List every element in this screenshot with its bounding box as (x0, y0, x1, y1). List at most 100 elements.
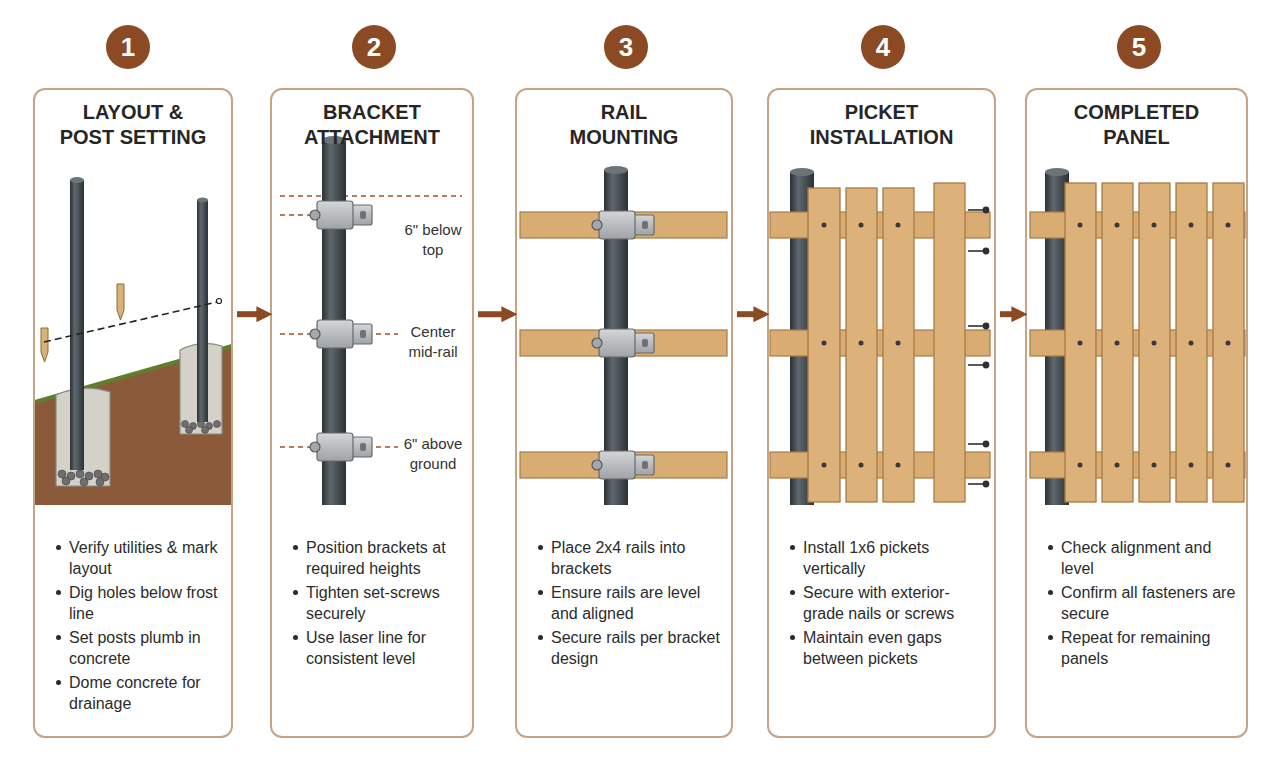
nail-head (859, 223, 864, 228)
step-number-circle: 1 (106, 25, 150, 69)
bullet-list: Check alignment and levelConfirm all fas… (1045, 537, 1240, 672)
picket (1139, 183, 1170, 502)
rail-mounting-illustration (520, 166, 727, 505)
nail-head (896, 341, 901, 346)
picket-installation-illustration (770, 168, 990, 505)
gravel-stone (76, 470, 84, 478)
post-cap (790, 168, 814, 176)
step-bullet: Dig holes below frost line (53, 582, 225, 624)
nail-head (859, 463, 864, 468)
screw (968, 250, 985, 252)
step-bullet: Check alignment and level (1045, 537, 1240, 579)
post (197, 200, 208, 422)
step-bullet: Set posts plumb in concrete (53, 627, 225, 669)
step-bullet: Secure with exterior-grade nails or scre… (787, 582, 988, 624)
post-cap (604, 166, 628, 174)
bullet-list: Install 1x6 pickets verticallySecure wit… (787, 537, 988, 672)
step-heading: BRACKET ATTACHMENT (294, 100, 450, 150)
gravel-stone (214, 421, 221, 428)
picket (934, 183, 965, 502)
gravel-stone (96, 478, 104, 486)
nail-head (1189, 341, 1194, 346)
circle-fill (604, 25, 648, 69)
rail (520, 452, 727, 478)
picket (808, 188, 840, 502)
dimension-callout: 6" above ground (400, 434, 466, 474)
post-setting-illustration (35, 177, 232, 505)
step-number-circle: 2 (352, 25, 396, 69)
gravel-stone (182, 421, 189, 428)
step-bullet: Confirm all fasteners are secure (1045, 582, 1240, 624)
nail-head (1115, 223, 1120, 228)
guide-line (280, 195, 462, 196)
circle-fill (861, 25, 905, 69)
gravel (58, 470, 109, 486)
layout-stake (117, 284, 124, 320)
step-bullet: Ensure rails are level and aligned (535, 582, 725, 624)
screw-head (983, 481, 988, 486)
nail-head (1078, 463, 1083, 468)
step-number: 2 (352, 25, 396, 69)
picket (846, 188, 877, 502)
completed-panel-illustration (1030, 168, 1245, 505)
step-bullet: Install 1x6 pickets vertically (787, 537, 988, 579)
flow-arrow (237, 311, 266, 317)
screw-head (983, 441, 988, 446)
step-bullet: Position brackets at required heights (290, 537, 466, 579)
step-bullet: Dome concrete for drainage (53, 672, 225, 714)
step-panel: PICKET INSTALLATION Install 1x6 pickets v… (767, 88, 996, 738)
picket (1176, 183, 1207, 502)
bullet-list: Verify utilities & mark layoutDig holes … (53, 537, 225, 717)
nail-head (822, 223, 827, 228)
bracket (592, 329, 654, 357)
nail-head (1189, 463, 1194, 468)
picket (1065, 183, 1096, 502)
bullet-list: Place 2x4 rails into bracketsEnsure rail… (535, 537, 725, 672)
string-line (44, 302, 217, 342)
gravel-stone (58, 470, 66, 478)
nail-head (1115, 463, 1120, 468)
circle-fill (1117, 25, 1161, 69)
guide-line (376, 446, 398, 447)
post-cap (1045, 168, 1069, 176)
bracket (310, 201, 372, 229)
gravel-stone (80, 478, 88, 486)
step-number: 5 (1117, 25, 1161, 69)
dimension-callout: 6" below top (400, 220, 466, 260)
nail-head (1078, 223, 1083, 228)
post-cap (70, 177, 84, 183)
dimension-callout: Center mid-rail (400, 322, 466, 362)
circle-fill (352, 25, 396, 69)
screw-head (983, 207, 988, 212)
bracket (310, 320, 372, 348)
nail-head (1152, 463, 1157, 468)
picket (1102, 183, 1133, 502)
nail-head (822, 463, 827, 468)
flow-arrow (478, 311, 511, 317)
post-cap (197, 198, 208, 203)
step-number: 3 (604, 25, 648, 69)
layout-stake (41, 328, 48, 362)
screw (968, 364, 985, 366)
nail-head (1226, 223, 1231, 228)
step-bullet: Tighten set-screws securely (290, 582, 466, 624)
nail-head (896, 463, 901, 468)
nail-head (1152, 223, 1157, 228)
flow-arrow (1000, 311, 1021, 317)
nail-heads (1078, 223, 1231, 468)
step-bullet: Repeat for remaining panels (1045, 627, 1240, 669)
post (70, 180, 84, 470)
gravel-stone (62, 477, 70, 485)
screw (968, 209, 985, 211)
nail-head (1226, 463, 1231, 468)
step-number: 4 (861, 25, 905, 69)
step-bullet: Verify utilities & mark layout (53, 537, 225, 579)
bullet-list: Position brackets at required heightsTig… (290, 537, 466, 672)
guide-line (376, 333, 398, 334)
nail-head (1115, 341, 1120, 346)
step-panel: RAIL MOUNTINGPlace 2x4 rails into bracke… (515, 88, 733, 738)
step-heading: PICKET INSTALLATION (804, 100, 960, 150)
nail-head (859, 341, 864, 346)
